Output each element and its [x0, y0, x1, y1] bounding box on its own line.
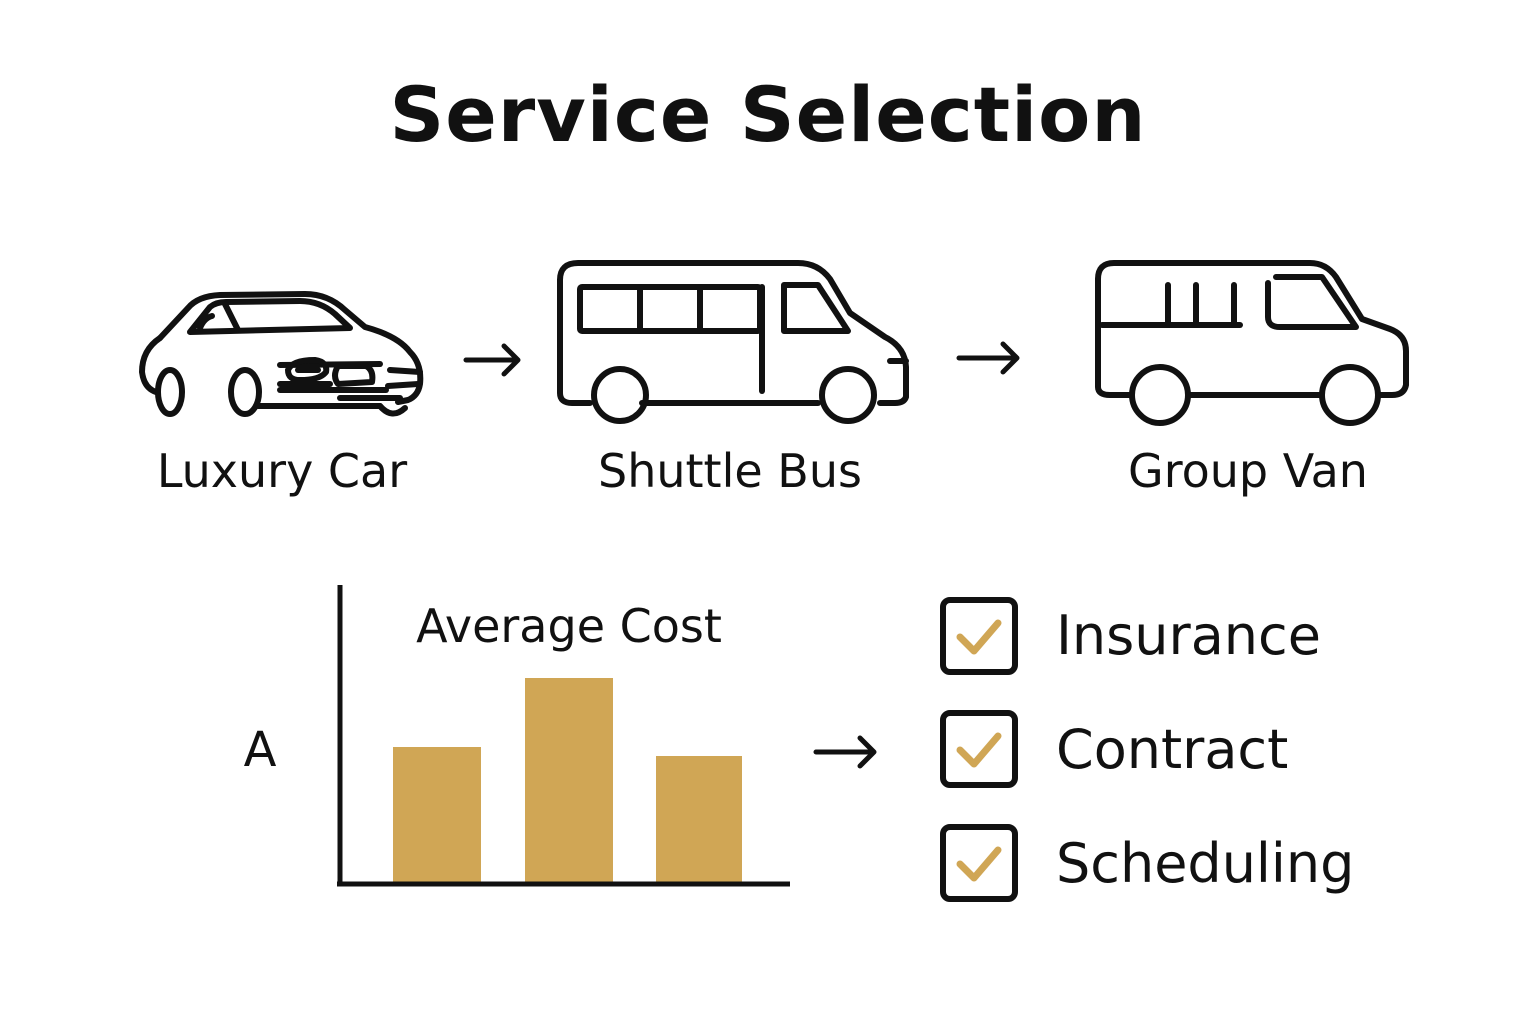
chart-title: Average Cost [416, 599, 722, 653]
shuttle-bus-icon [557, 260, 909, 424]
scheduling-checkbox[interactable] [938, 822, 1024, 908]
scheduling-label: Scheduling [1056, 832, 1355, 895]
chart-bars [393, 678, 742, 882]
vehicle-label-luxury-car: Luxury Car [156, 444, 408, 498]
arrow-right-icon [813, 735, 877, 769]
contract-checkbox[interactable] [938, 708, 1024, 794]
chart-bar-1 [393, 747, 481, 882]
chart-bar-3 [656, 756, 742, 882]
vehicle-label-group-van: Group Van [1128, 444, 1368, 498]
insurance-label: Insurance [1056, 604, 1321, 667]
average-cost-chart: Average Cost A [244, 585, 790, 887]
group-van-icon [1095, 260, 1409, 426]
vehicle-label-shuttle-bus: Shuttle Bus [598, 444, 862, 498]
chart-bar-2 [525, 678, 613, 882]
contract-label: Contract [1056, 718, 1289, 781]
arrow-right-icon [463, 343, 521, 377]
page-title: Service Selection [389, 70, 1147, 159]
insurance-checkbox[interactable] [938, 595, 1024, 681]
arrow-right-icon [956, 341, 1020, 375]
chart-y-axis-label: A [244, 722, 277, 778]
luxury-car-icon [139, 291, 424, 417]
